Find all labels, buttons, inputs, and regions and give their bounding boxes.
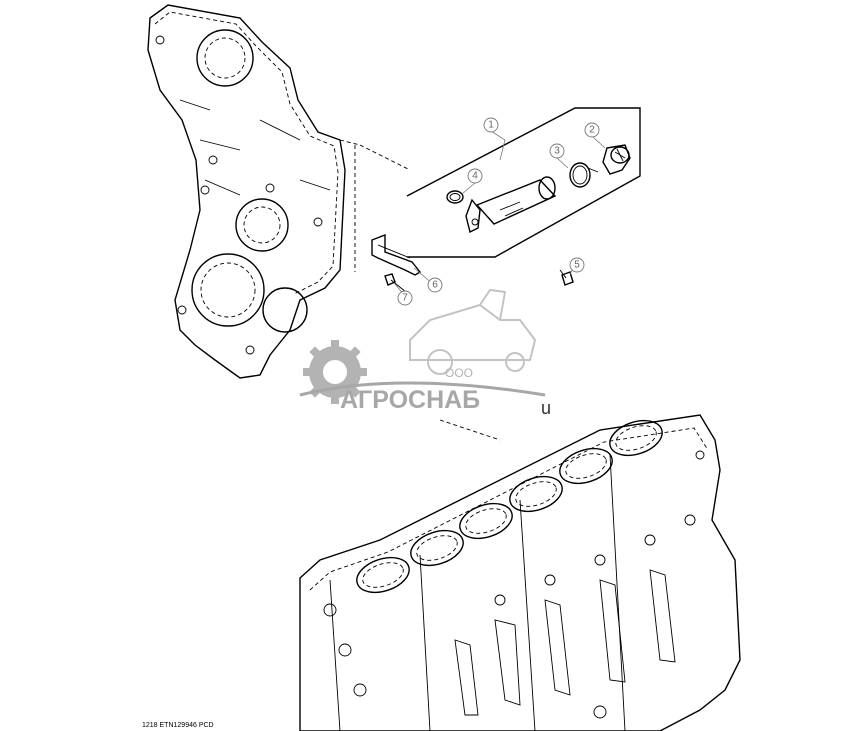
svg-text:1: 1 [488,120,494,131]
leader-line-2 [591,135,606,149]
callout-3: 3 [549,143,565,159]
combine-harvester-icon [409,288,537,375]
svg-text:2: 2 [589,125,595,136]
callout-2: 2 [584,122,600,138]
watermark: ООО АГРОСНАБ [299,288,546,414]
alignment-line [339,139,361,146]
callout-7: 7 [397,290,413,306]
screw-part-7 [384,273,407,293]
assembly-frame [406,107,641,258]
timing-gear-housing [147,4,346,379]
svg-text:4: 4 [472,171,478,182]
callout-5: 5 [569,257,585,273]
alignment-line [359,144,411,171]
bracket-part [371,233,422,276]
engine-block [299,414,741,731]
figure-code: 1218 ETN129946 PCD [142,722,214,729]
svg-text:7: 7 [402,293,408,304]
filler-cap-part [602,144,631,175]
svg-text:5: 5 [574,260,580,271]
filler-tube-part [465,176,557,234]
leader-line-1 [490,130,506,161]
block-ribs [454,569,676,716]
svg-text:6: 6 [432,280,438,291]
callout-6: 6 [427,277,443,293]
leader-line-3 [556,157,569,169]
svg-text:3: 3 [554,146,560,157]
callout-4: 4 [467,168,483,184]
svg-text:ООО: ООО [445,366,473,380]
stray-character: u [541,398,552,418]
cylinder-bores [356,419,663,594]
svg-text:АГРОСНАБ: АГРОСНАБ [340,386,480,414]
alignment-line [439,419,501,441]
block-bolt-holes [323,450,705,719]
o-ring-part [446,190,464,204]
seal-ring-part [569,162,599,188]
callout-1: 1 [483,117,499,133]
screw-part-5 [559,269,574,286]
leader-line-4 [461,182,476,195]
